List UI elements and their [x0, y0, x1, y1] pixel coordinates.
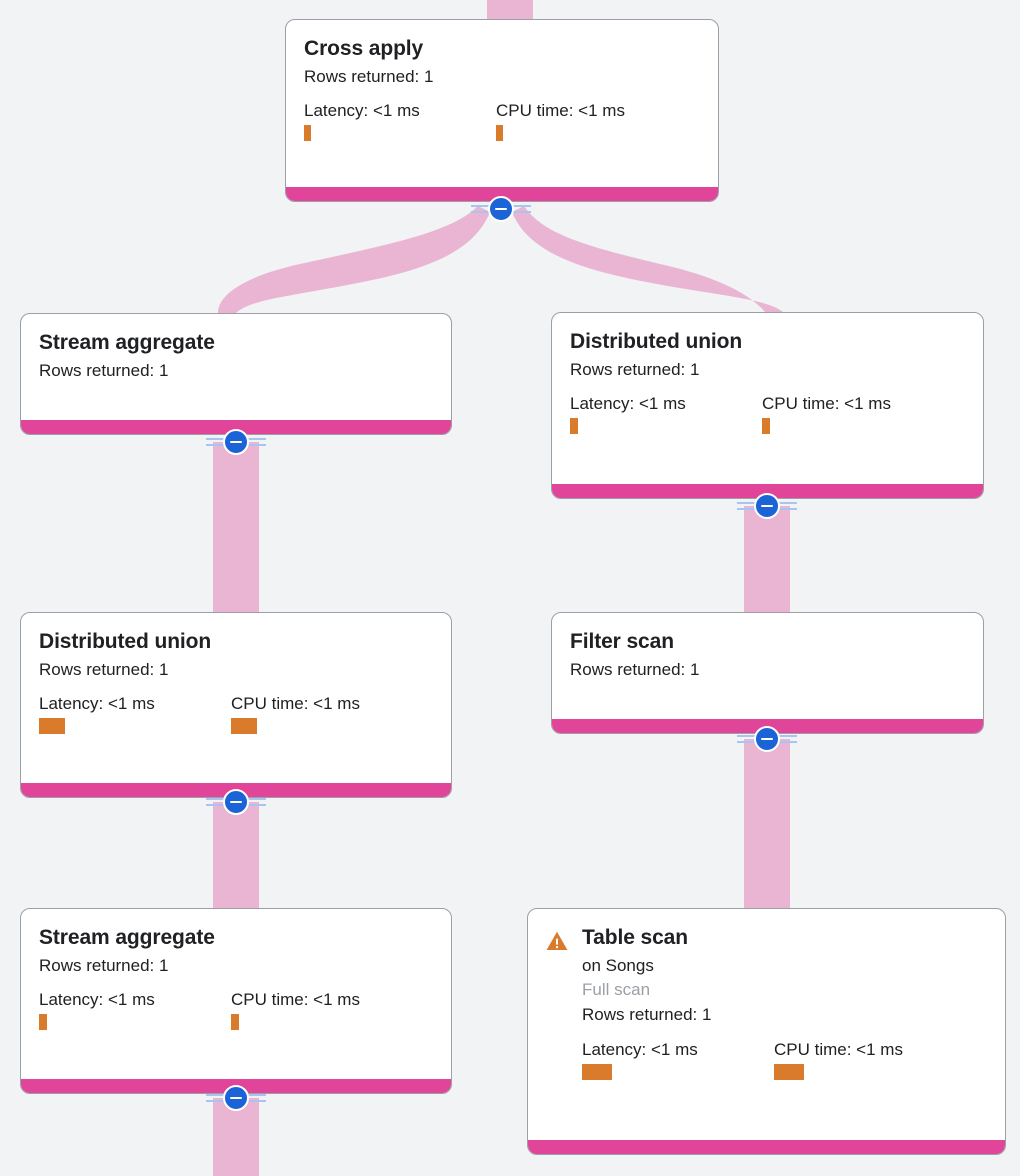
warning-triangle-icon [546, 925, 582, 951]
latency-metric-bar [304, 125, 311, 142]
collapse-minus-icon[interactable] [754, 493, 780, 519]
collapse-minus-icon[interactable] [223, 1085, 249, 1111]
cpu-time-metric-label: CPU time: <1 ms [762, 394, 891, 414]
node-metrics: Latency: <1 ms CPU time: <1 ms [39, 989, 433, 1031]
cpu-time-metric-label: CPU time: <1 ms [774, 1039, 903, 1059]
node-footer-bar [552, 484, 983, 498]
cpu-time-metric-label: CPU time: <1 ms [231, 990, 360, 1010]
toggle-distributed-union-right[interactable] [735, 492, 799, 520]
collapse-minus-icon[interactable] [488, 196, 514, 222]
node-subtitle-muted: Full scan [582, 980, 651, 1000]
toggle-distributed-union-left[interactable] [204, 788, 268, 816]
cpu-time-metric: CPU time: <1 ms [762, 393, 891, 435]
edge-distributed-union-to-stream-aggregate [213, 802, 259, 910]
latency-metric-label: Latency: <1 ms [582, 1039, 698, 1059]
cpu-time-metric: CPU time: <1 ms [774, 1039, 903, 1080]
node-title: Filter scan [570, 630, 674, 653]
node-rows-returned: Rows returned: 1 [39, 659, 169, 679]
node-rows-returned: Rows returned: 1 [39, 955, 169, 975]
node-rows-returned: Rows returned: 1 [304, 66, 434, 86]
toggle-stream-aggregate-bottom[interactable] [204, 1084, 268, 1112]
toggle-stream-aggregate-top[interactable] [204, 428, 268, 456]
latency-metric-bar [39, 1014, 47, 1031]
toggle-filter-scan[interactable] [735, 725, 799, 753]
latency-metric: Latency: <1 ms [39, 989, 231, 1031]
cpu-time-metric-label: CPU time: <1 ms [231, 694, 360, 714]
cpu-time-metric-bar [774, 1063, 804, 1080]
latency-metric-bar [39, 718, 65, 735]
cpu-time-metric: CPU time: <1 ms [231, 693, 360, 735]
node-footer-bar [528, 1140, 1005, 1154]
cpu-time-metric: CPU time: <1 ms [231, 989, 360, 1031]
toggle-cross-apply[interactable] [469, 195, 533, 223]
node-rows-returned: Rows returned: 1 [570, 659, 700, 679]
latency-metric: Latency: <1 ms [304, 100, 496, 142]
latency-metric-bar [570, 418, 578, 435]
node-title: Cross apply [304, 37, 424, 60]
latency-metric-label: Latency: <1 ms [570, 394, 686, 414]
latency-metric-label: Latency: <1 ms [39, 990, 155, 1010]
node-title: Distributed union [39, 630, 212, 653]
node-title: Distributed union [570, 330, 743, 353]
latency-metric-label: Latency: <1 ms [39, 694, 155, 714]
cpu-time-metric-bar [231, 718, 257, 735]
cpu-time-metric-label: CPU time: <1 ms [496, 101, 625, 121]
node-footer-bar [286, 187, 718, 201]
node-rows-returned: Rows returned: 1 [570, 359, 700, 379]
latency-metric: Latency: <1 ms [39, 693, 231, 735]
node-title: Stream aggregate [39, 926, 215, 949]
cpu-time-metric: CPU time: <1 ms [496, 100, 625, 142]
node-rows-returned: Rows returned: 1 [39, 360, 169, 380]
node-metrics: Latency: <1 ms CPU time: <1 ms [582, 1039, 987, 1080]
latency-metric: Latency: <1 ms [582, 1039, 774, 1080]
node-metrics: Latency: <1 ms CPU time: <1 ms [570, 393, 965, 435]
node-title: Stream aggregate [39, 331, 215, 354]
collapse-minus-icon[interactable] [754, 726, 780, 752]
edge-cross-apply-to-distributed-union [512, 206, 784, 313]
edge-filter-scan-to-table-scan [744, 739, 790, 911]
edge-distributed-union-to-filter-scan [744, 506, 790, 614]
node-metrics: Latency: <1 ms CPU time: <1 ms [304, 100, 700, 142]
collapse-minus-icon[interactable] [223, 429, 249, 455]
edge-cross-apply-to-stream-aggregate [218, 206, 490, 313]
node-footer-bar [21, 420, 451, 434]
node-title: Table scan [582, 926, 688, 949]
latency-metric-bar [582, 1063, 612, 1080]
cpu-time-metric-bar [231, 1014, 239, 1031]
node-metrics: Latency: <1 ms CPU time: <1 ms [39, 693, 433, 735]
cpu-time-metric-bar [496, 125, 503, 142]
latency-metric: Latency: <1 ms [570, 393, 762, 435]
node-rows-returned: Rows returned: 1 [582, 1004, 712, 1024]
collapse-minus-icon[interactable] [223, 789, 249, 815]
node-subtitle: on Songs [582, 955, 654, 975]
cpu-time-metric-bar [762, 418, 770, 435]
latency-metric-label: Latency: <1 ms [304, 101, 420, 121]
edge-stream-aggregate-to-distributed-union [213, 442, 259, 614]
